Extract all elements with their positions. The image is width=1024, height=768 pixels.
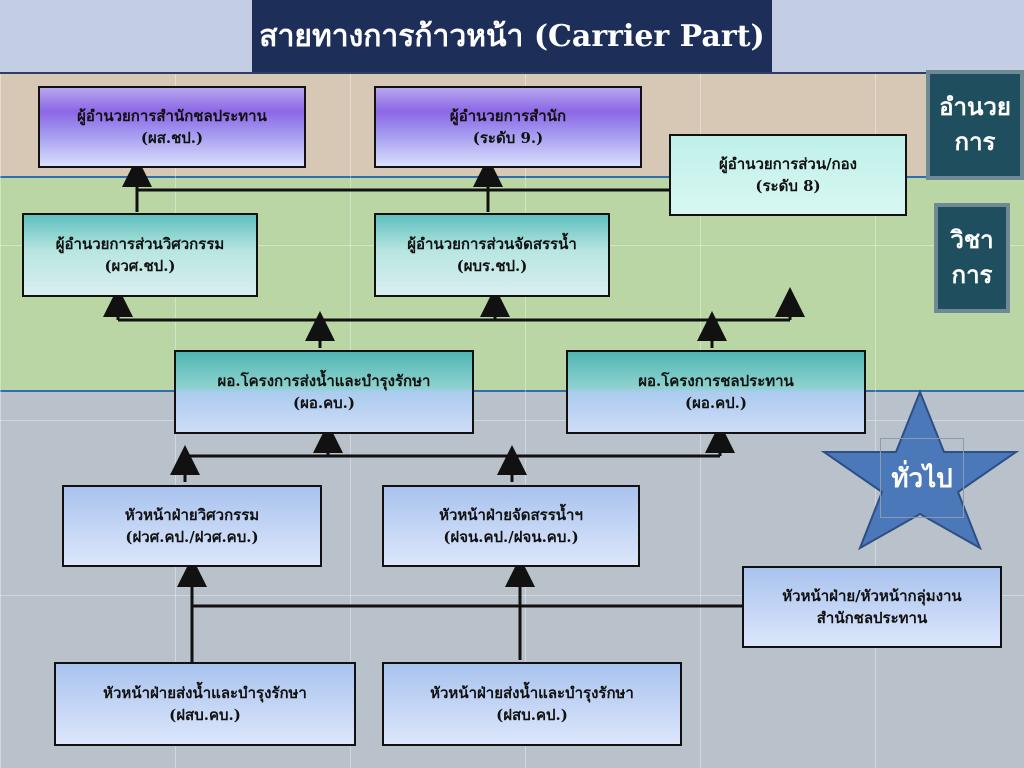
- box-dir-division: ผู้อำนวยการส่วน/กอง(ระดับ 8): [669, 134, 907, 216]
- side-label-general: ทั่วไป: [880, 438, 964, 518]
- box-head-om-kb: หัวหน้าฝ่ายส่งน้ำและบำรุงรักษา(ฝสบ.คบ.): [54, 662, 356, 746]
- side-label-management: อำนวยการ: [926, 70, 1024, 180]
- box-dir-office-irrigation: ผู้อำนวยการสำนักชลประทาน(ผส.ชป.): [38, 86, 306, 168]
- box-dir-engineering: ผู้อำนวยการส่วนวิศวกรรม(ผวศ.ชป.): [22, 213, 258, 297]
- title-bar: สายทางการก้าวหน้า (Carrier Part): [0, 0, 1024, 74]
- page-title: สายทางการก้าวหน้า (Carrier Part): [252, 0, 772, 72]
- box-dir-office: ผู้อำนวยการสำนัก(ระดับ 9.): [374, 86, 642, 168]
- box-head-water-allocation: หัวหน้าฝ่ายจัดสรรน้ำฯ(ฝจน.คป./ฝจน.คบ.): [382, 485, 640, 567]
- general-star-shape: [820, 389, 1020, 551]
- box-project-irrigation: ผอ.โครงการชลประทาน(ผอ.คป.): [566, 350, 866, 434]
- side-label-academic: วิชาการ: [934, 203, 1010, 313]
- box-head-om-kp: หัวหน้าฝ่ายส่งน้ำและบำรุงรักษา(ฝสบ.คป.): [382, 662, 682, 746]
- box-dir-water-allocation: ผู้อำนวยการส่วนจัดสรรน้ำ(ผบร.ชป.): [374, 213, 610, 297]
- box-head-group-office: หัวหน้าฝ่าย/หัวหน้ากลุ่มงานสำนักชลประทาน: [742, 566, 1002, 648]
- box-head-engineering: หัวหน้าฝ่ายวิศวกรรม(ฝวศ.คป./ฝวศ.คบ.): [62, 485, 322, 567]
- box-project-om: ผอ.โครงการส่งน้ำและบำรุงรักษา(ผอ.คบ.): [174, 350, 474, 434]
